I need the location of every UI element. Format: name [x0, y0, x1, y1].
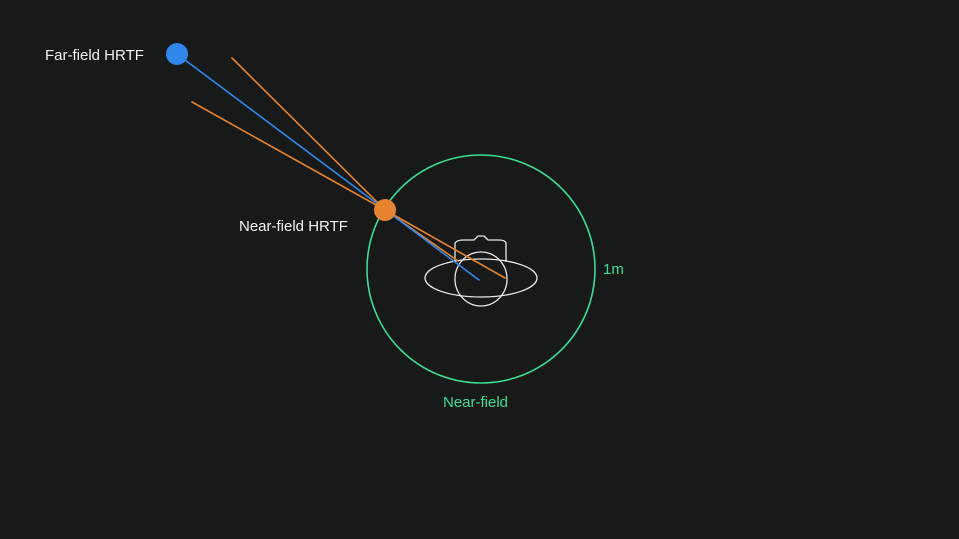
far-field-label: Far-field HRTF [45, 47, 144, 64]
near-field-source-label: Near-field HRTF [239, 218, 348, 235]
blue-dot-icon [166, 43, 188, 65]
orange-ray-to-right-ear [384, 209, 506, 279]
radius-label: 1m [603, 261, 624, 278]
blue-ray [176, 53, 480, 281]
near-field-circle [366, 154, 596, 384]
orange-rays-near [384, 209, 506, 279]
listener-head-icon [424, 235, 538, 307]
head-top [454, 235, 507, 262]
near-field-zone-label: Near-field [443, 394, 509, 411]
orange-rays-far [191, 57, 386, 211]
orange-ray-lower [191, 101, 386, 211]
head-face [454, 251, 508, 307]
orange-ray-upper [231, 57, 386, 211]
head-shoulders [424, 258, 538, 298]
orange-dot-icon [374, 199, 396, 221]
